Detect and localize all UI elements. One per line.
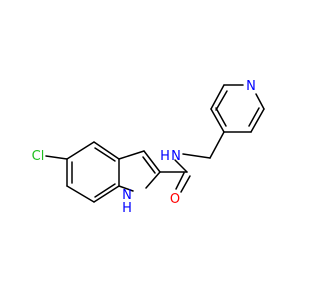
bond-camide-o-a [175, 172, 185, 190]
bond-c4-c3a [93, 141, 120, 160]
bond-c3py-c2py [250, 108, 265, 133]
bond-c7a-c7-inner [94, 183, 116, 198]
amide-nitrogen-label: N [171, 149, 181, 164]
chlorine-atom-label: Cl [32, 149, 45, 164]
bond-c5-c4 [66, 141, 95, 160]
bond-n1-c7a [118, 185, 134, 192]
bond-c4-c3a-inner [94, 147, 116, 162]
amide-hydrogen-label: H [160, 149, 170, 164]
bond-c7a-c7 [93, 185, 120, 203]
bond-c2py-n [255, 93, 265, 110]
bond-c6py-c5py-inner [215, 90, 228, 111]
bond-c3-c2-inner [142, 156, 156, 174]
bond-c3-c2 [143, 150, 161, 173]
bond-c3py-c2py-inner [248, 107, 260, 127]
bond-ch2-c4py [209, 131, 225, 159]
bond-lines [45, 84, 265, 203]
bond-c5py-c4py-inner [215, 107, 227, 127]
bond-c6py-c5py [210, 84, 225, 110]
indole-nitrogen-label: N [122, 188, 132, 203]
molecule-canvas: Cl N H O H N N [32, 79, 265, 216]
structure-diagram: Cl N H O H N N [32, 79, 265, 216]
bond-camide-n [174, 159, 188, 173]
bond-n-ch2 [182, 153, 211, 159]
bond-c5py-c4py [210, 108, 225, 133]
bond-c7-c6 [66, 185, 95, 203]
pyridine-nitrogen-label: N [246, 79, 256, 94]
atom-labels: Cl N H O H N N [32, 79, 256, 216]
bond-c3a-c3 [118, 150, 145, 160]
bond-camide-o-b [180, 175, 191, 193]
bond-c5-cl [45, 155, 68, 160]
oxygen-atom-label: O [170, 192, 180, 207]
indole-hydrogen-label: H [122, 201, 132, 216]
bond-c2-n1 [145, 171, 161, 189]
